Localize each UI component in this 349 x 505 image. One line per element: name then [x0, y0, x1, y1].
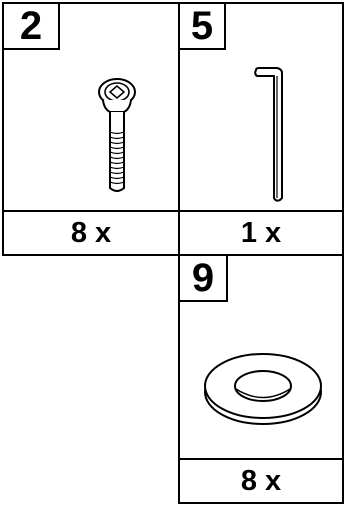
part-number-box: 9 [178, 254, 228, 302]
part-number: 2 [20, 6, 42, 46]
part-quantity: 1 x [241, 217, 281, 250]
allen-key-icon [250, 64, 290, 204]
part-number-box: 5 [178, 2, 226, 50]
part-number-box: 2 [2, 2, 60, 50]
part-card-2: 2 8 x [2, 2, 180, 256]
part-quantity-box: 1 x [178, 210, 344, 256]
part-quantity: 8 x [71, 217, 111, 250]
part-number: 9 [192, 258, 214, 298]
part-quantity-box: 8 x [2, 210, 180, 256]
part-quantity-box: 8 x [178, 458, 344, 504]
part-card-5: 5 1 x [178, 2, 344, 256]
part-quantity: 8 x [241, 465, 281, 498]
part-number: 5 [191, 6, 213, 46]
screw-icon [92, 76, 142, 200]
part-card-9: 9 8 x [178, 254, 344, 504]
washer-icon [200, 348, 326, 428]
